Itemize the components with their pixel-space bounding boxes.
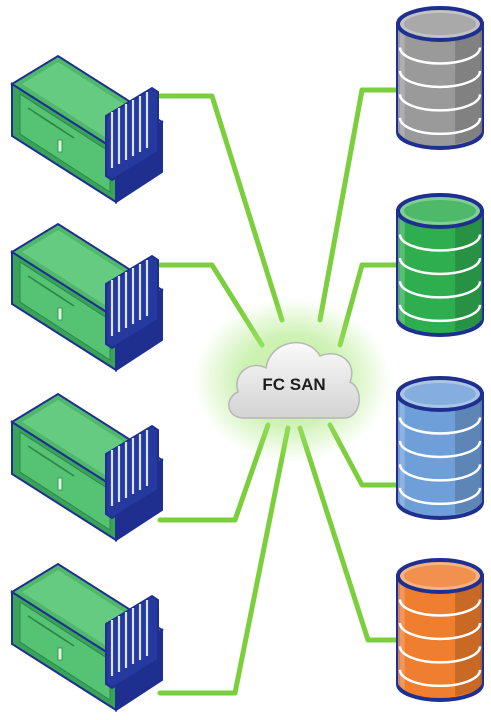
server-blades (105, 594, 159, 690)
server-led (57, 307, 63, 321)
link-server-3 (157, 422, 271, 523)
cloud-label: FC SAN (262, 375, 325, 394)
server-1 (10, 54, 164, 204)
link-storage-1 (317, 87, 403, 323)
servers (10, 54, 164, 712)
cloud-icon (228, 341, 360, 419)
server-blades (105, 424, 159, 520)
link-server-1 (157, 93, 285, 323)
server-2 (10, 222, 164, 372)
server-4 (10, 562, 164, 712)
link-server-4 (157, 425, 291, 696)
server-blades (105, 254, 159, 350)
server-blades (105, 86, 159, 182)
storage-1 (396, 6, 484, 150)
fc-san-cloud: FC SAN (194, 298, 390, 462)
link-storage-4 (297, 425, 403, 643)
storage-arrays (396, 6, 484, 702)
storage-3 (396, 376, 484, 520)
server-led (57, 477, 63, 491)
storage-4 (396, 558, 484, 702)
server-led (57, 647, 63, 661)
server-led (57, 139, 63, 153)
storage-2 (396, 193, 484, 337)
server-3 (10, 392, 164, 542)
